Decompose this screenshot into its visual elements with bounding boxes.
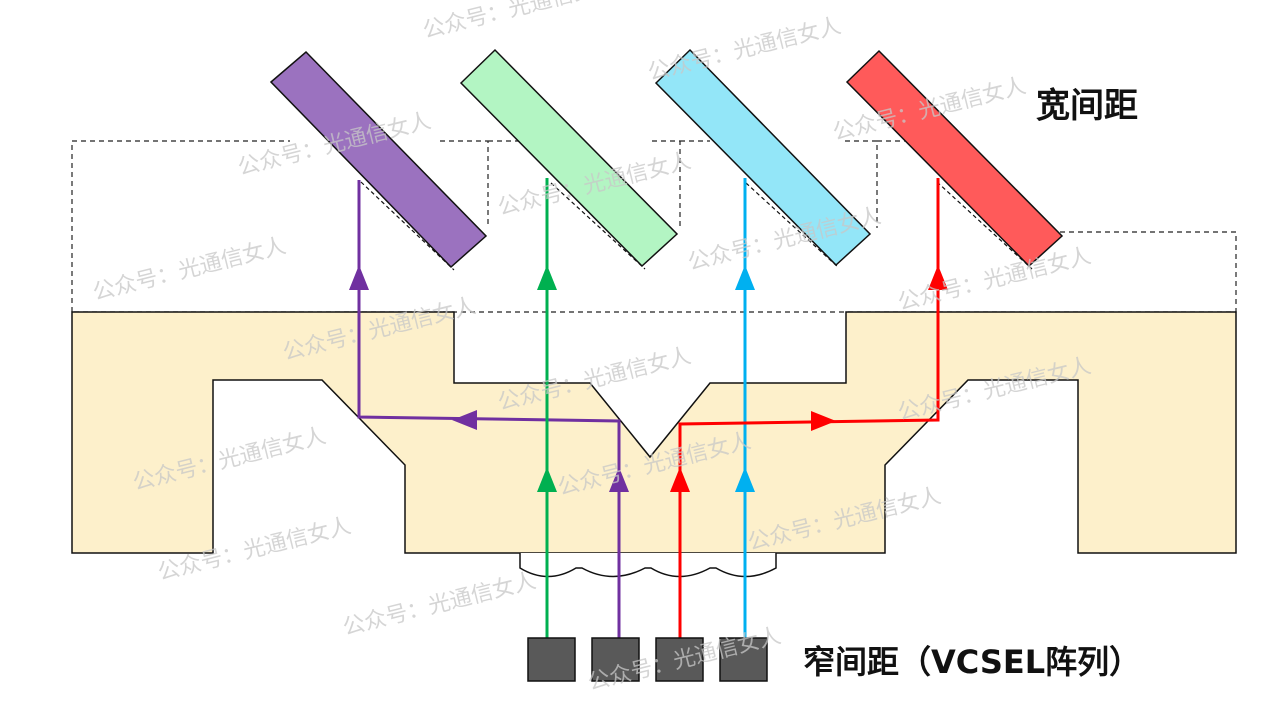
- arrow-green-up-high: [537, 265, 557, 290]
- arrow-red-right: [811, 411, 836, 431]
- beam-purple: [357, 180, 621, 638]
- mirror-blue: [654, 48, 872, 267]
- vcsel-emitter-2: [591, 637, 640, 682]
- mirror-shadow-red: [936, 181, 1033, 270]
- narrow-pitch-label: 窄间距（VCSEL阵列）: [803, 643, 1141, 681]
- substrate-block: [71, 311, 1237, 554]
- watermark-text: 公众号：光通信女人: [420, 0, 618, 44]
- arrow-purple-left: [452, 410, 477, 430]
- mirror-red: [845, 49, 1064, 268]
- mirror-shadow-purple: [360, 181, 455, 271]
- arrow-red-up-high: [928, 265, 948, 290]
- watermark-text: 公众号：光通信女人: [895, 244, 1093, 316]
- vcsel-emitter-4: [719, 637, 768, 682]
- mirror-purple: [269, 50, 488, 269]
- arrow-green-up-low: [537, 467, 557, 492]
- mirror-shadow-green: [550, 182, 646, 270]
- upper-block-dashed-outline: [71, 140, 1237, 313]
- watermark-text: 公众号：光通信女人: [90, 234, 288, 306]
- wide-pitch-label: 宽间距: [1036, 86, 1138, 126]
- microlens-array: [519, 553, 777, 578]
- arrow-red-up-low: [670, 467, 690, 492]
- arrow-blue-up-low: [735, 467, 755, 492]
- beam-red: [678, 178, 940, 638]
- vcsel-emitter-1: [527, 637, 576, 682]
- vcsel-emitter-3: [655, 637, 704, 682]
- arrow-blue-up-high: [735, 265, 755, 290]
- watermark-text: 公众号：光通信女人: [340, 569, 538, 641]
- watermark-text: 公众号：光通信女人: [645, 14, 843, 86]
- mirror-green: [459, 48, 679, 268]
- arrow-purple-up-high: [349, 265, 369, 290]
- arrow-purple-up-low: [609, 467, 629, 492]
